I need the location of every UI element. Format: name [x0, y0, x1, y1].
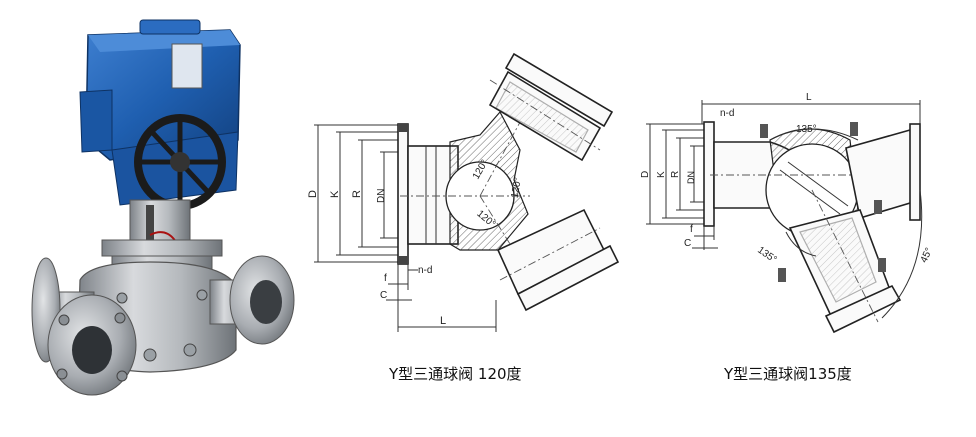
bolts-135 — [760, 122, 886, 282]
label-nd: n-d — [418, 265, 432, 276]
dims-bottom-135 — [692, 226, 718, 250]
label-k: K — [329, 190, 341, 198]
label-r-135: R — [670, 171, 681, 178]
label-d: D — [307, 190, 319, 198]
caption-y135: Y型三通球阀135度 — [724, 365, 852, 383]
handwheel-icon — [134, 114, 226, 210]
y120-diagram: D K R DN — [307, 52, 620, 332]
drawing-y120: D K R DN — [300, 0, 620, 437]
dims-bottom-120 — [386, 264, 497, 332]
label-l: L — [440, 315, 446, 327]
branch-up-120 — [488, 52, 614, 162]
flange-left-120 — [397, 123, 409, 265]
label-f-135: f — [690, 224, 693, 235]
label-d-135: D — [640, 171, 651, 178]
valve-photo — [0, 0, 300, 437]
angle-label-2: 120° — [510, 177, 524, 199]
branch-right-135 — [845, 123, 921, 221]
caption-y120: Y型三通球阀 120度 — [389, 365, 522, 383]
dims-left-135 — [646, 123, 706, 225]
angle-arcs-135 — [769, 128, 923, 319]
flange-right — [229, 255, 295, 345]
branch-down-135 — [788, 189, 902, 334]
label-r: R — [351, 190, 363, 198]
angle-label-side: 45° — [919, 246, 935, 264]
dims-left — [314, 124, 400, 263]
label-f: f — [384, 273, 387, 284]
label-l-135: L — [806, 92, 812, 103]
label-dn: DN — [376, 189, 387, 203]
label-k-135: K — [656, 171, 667, 178]
label-c-135: C — [684, 238, 691, 249]
dims-top-135 — [701, 100, 921, 124]
label-nd-135: n-d — [720, 108, 734, 119]
label-dn-135: DN — [686, 171, 696, 184]
label-c: C — [380, 290, 387, 301]
angle-label-bottom: 135° — [755, 245, 778, 266]
bolts — [116, 289, 208, 362]
flange-front — [47, 294, 137, 396]
y135-diagram: L n-d D K R DN — [640, 92, 935, 334]
body-120 — [400, 99, 541, 293]
drawing-y135: L n-d D K R DN — [620, 0, 976, 437]
branch-down-120 — [496, 208, 620, 312]
valve-illustration — [31, 19, 295, 396]
angle-label-top: 135° — [796, 124, 817, 135]
